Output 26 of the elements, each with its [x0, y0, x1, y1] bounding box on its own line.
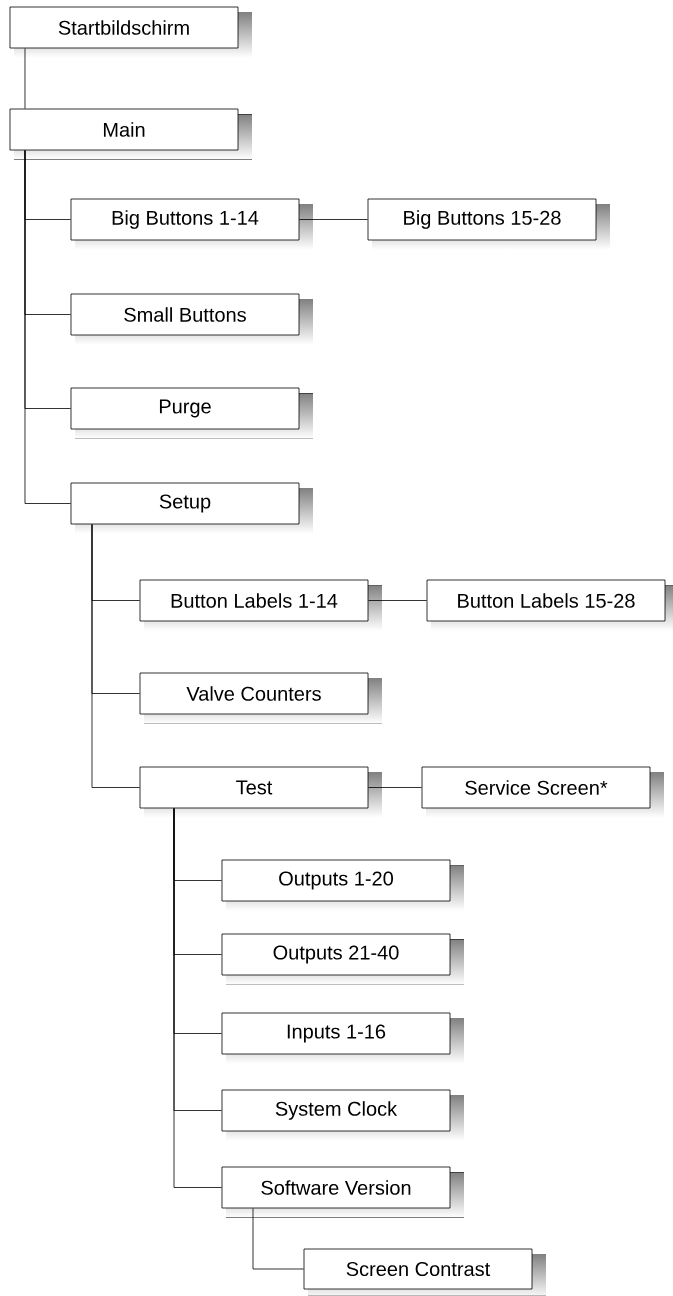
menu-box: Test: [139, 766, 382, 818]
menu-box: Outputs 1-20: [221, 859, 464, 911]
menu-box: Big Buttons 1-14: [70, 198, 313, 250]
menu-box: Button Labels 1-14: [139, 579, 382, 631]
menu-box: Startbildschirm: [9, 6, 252, 58]
menu-box: Purge: [70, 387, 313, 439]
menu-box: Screen Contrast: [303, 1248, 546, 1296]
connector-line: [24, 150, 71, 504]
menu-box: Valve Counters: [139, 672, 382, 724]
menu-box: Big Buttons 15-28: [367, 198, 610, 250]
menu-box: Software Version: [221, 1166, 464, 1218]
connector-line: [252, 1208, 304, 1270]
connector-line: [368, 600, 427, 601]
menu-box: Main: [9, 108, 252, 160]
menu-box: Setup: [70, 482, 313, 534]
connector-line: [368, 787, 422, 788]
menu-box: Small Buttons: [70, 293, 313, 345]
menu-box: Button Labels 15-28: [426, 579, 673, 631]
menu-box: Service Screen*: [421, 766, 664, 818]
menu-box: Inputs 1-16: [221, 1012, 464, 1064]
connector-line: [299, 219, 368, 220]
connector-line: [24, 48, 26, 109]
menu-box: System Clock: [221, 1089, 464, 1141]
menu-box: Outputs 21-40: [221, 933, 464, 985]
connector-line: [173, 808, 222, 1188]
connector-line: [91, 524, 140, 788]
